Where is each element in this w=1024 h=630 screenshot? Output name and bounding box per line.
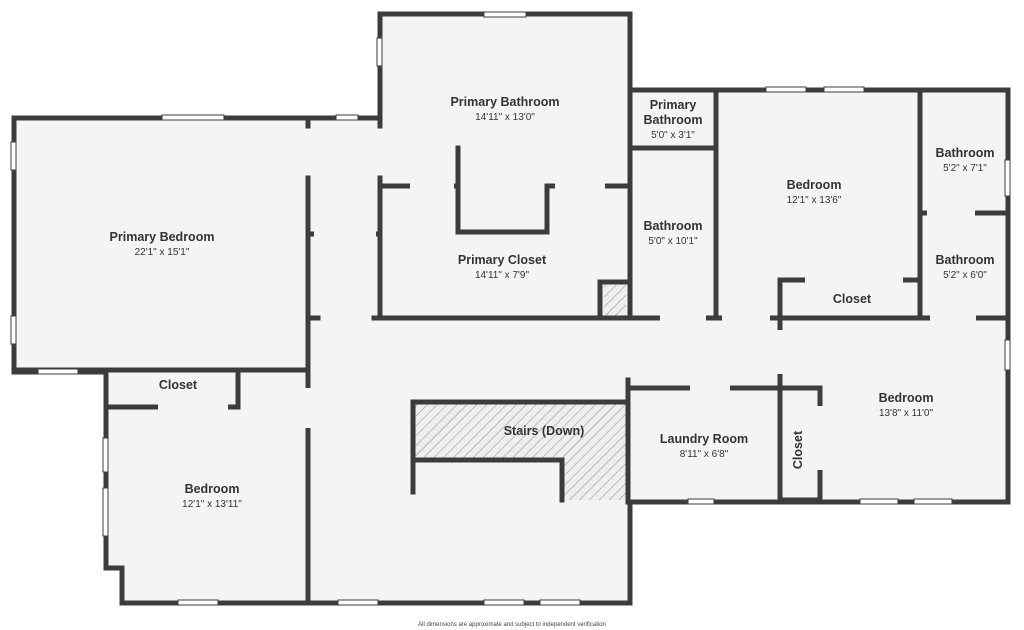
closet-left-label: Closet — [159, 378, 198, 392]
bedroom-left-dims: 12'1" x 13'11" — [182, 499, 242, 510]
bathroom-right-label: Bathroom — [935, 253, 994, 267]
closet-vertical-label: Closet — [791, 430, 805, 469]
primary-bedroom-dims: 22'1" x 15'1" — [135, 247, 190, 258]
floor-area — [14, 14, 1008, 603]
bedroom-left-label: Bedroom — [185, 482, 240, 496]
laundry-room-label: Laundry Room — [660, 432, 748, 446]
stairs — [413, 285, 628, 500]
bathroom-right-dims: 5'2" x 6'0" — [943, 270, 987, 281]
primary-bathroom-dims: 14'11" x 13'0" — [475, 112, 535, 123]
bathroom-top-right-label: Bathroom — [935, 146, 994, 160]
small-primary-bathroom-label-line2: Bathroom — [643, 113, 702, 127]
bedroom-right-label: Bedroom — [879, 391, 934, 405]
small-primary-bathroom-dims: 5'0" x 3'1" — [651, 130, 695, 141]
primary-bedroom-label: Primary Bedroom — [110, 230, 215, 244]
shaft-hatch — [604, 285, 626, 317]
door-openings — [158, 183, 976, 470]
small-primary-bathroom-label-line1: Primary — [650, 98, 697, 112]
primary-closet-label: Primary Closet — [458, 253, 547, 267]
laundry-room-dims: 8'11" x 6'8" — [680, 449, 729, 460]
stairs-label: Stairs (Down) — [504, 424, 585, 438]
bathroom-middle-label: Bathroom — [643, 219, 702, 233]
primary-bathroom-label: Primary Bathroom — [450, 95, 559, 109]
bathroom-top-right-dims: 5'2" x 7'1" — [943, 163, 987, 174]
primary-closet-dims: 14'11" x 7'9" — [475, 270, 530, 281]
bedroom-top-label: Bedroom — [787, 178, 842, 192]
disclaimer-text: All dimensions are approximate and subje… — [418, 622, 606, 628]
bedroom-top-dims: 12'1" x 13'6" — [787, 195, 842, 206]
bedroom-right-dims: 13'8" x 11'0" — [879, 408, 934, 419]
bathroom-middle-dims: 5'0" x 10'1" — [648, 236, 698, 247]
closet-upper-right-label: Closet — [833, 292, 872, 306]
room-labels: Primary Bathroom 14'11" x 13'0" Primary … — [110, 95, 995, 628]
windows — [10, 11, 1011, 606]
